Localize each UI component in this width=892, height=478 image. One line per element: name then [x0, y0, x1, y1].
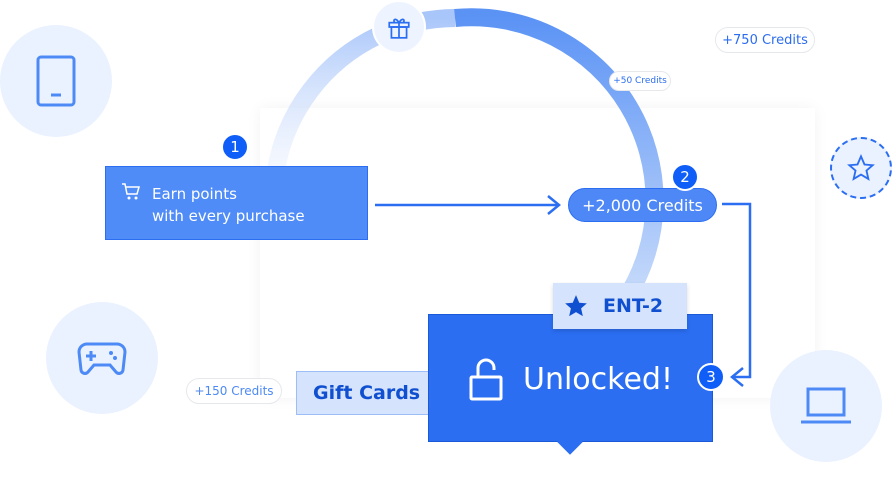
gamepad-circle — [46, 302, 158, 414]
credits-main-pill: +2,000 Credits — [568, 188, 717, 222]
star-circle — [830, 137, 892, 199]
connector-arrow-2 — [722, 202, 752, 379]
star-outline-icon — [847, 154, 875, 181]
tablet-circle — [0, 25, 112, 137]
star-icon — [565, 295, 587, 317]
gift-circle — [372, 0, 426, 54]
credits-pill-750: +750 Credits — [715, 27, 815, 53]
credits-pill-150: +150 Credits — [186, 378, 282, 404]
gamepad-icon — [77, 342, 127, 375]
cart-icon — [122, 183, 140, 200]
laptop-icon — [801, 387, 851, 424]
ent-tag: ENT-2 — [553, 283, 687, 329]
ent-text: ENT-2 — [603, 295, 664, 317]
unlocked-text: Unlocked! — [523, 361, 673, 397]
progress-arc-right — [454, 8, 664, 305]
step-badge-3: 3 — [697, 363, 725, 391]
earn-line1: Earn points — [152, 185, 237, 203]
credits-pill-50: +50 Credits — [609, 71, 671, 91]
step-badge-1: 1 — [221, 133, 249, 161]
laptop-circle — [770, 350, 882, 462]
earn-points-box: Earn points with every purchase — [105, 166, 368, 240]
gift-icon — [388, 18, 410, 39]
gift-cards-tag: Gift Cards — [296, 371, 436, 415]
earn-line2: with every purchase — [152, 207, 305, 225]
unlocked-card: Unlocked! — [428, 314, 713, 455]
step-badge-2: 2 — [671, 163, 699, 191]
tablet-icon — [36, 55, 76, 107]
unlock-icon — [469, 358, 503, 401]
